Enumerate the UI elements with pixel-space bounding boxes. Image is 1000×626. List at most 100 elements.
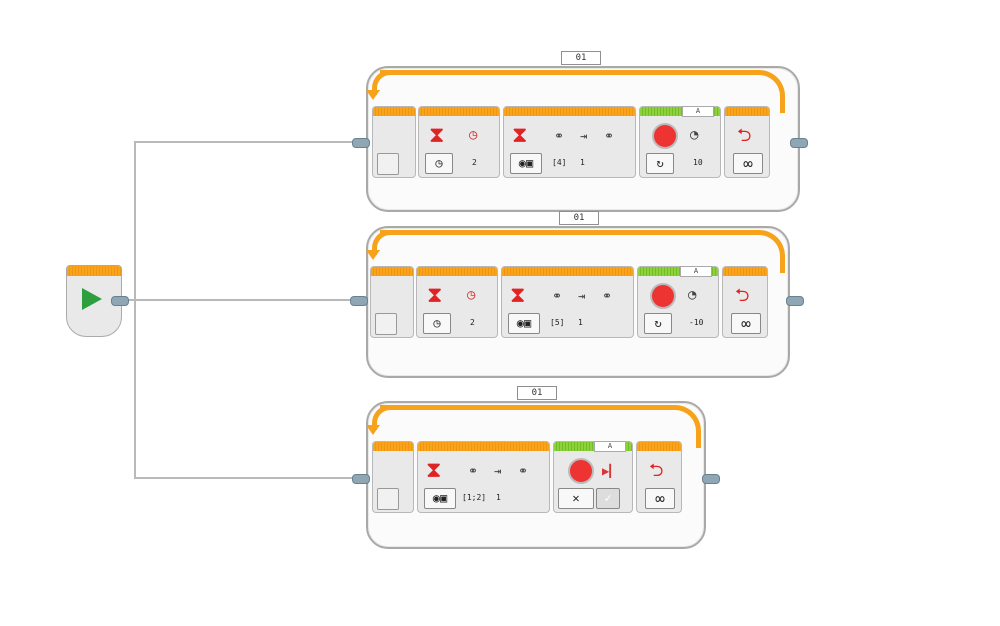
loop-1-sound-block[interactable]: ⧗ ⚭ ⇥ ⚭ ◉▣ [4] 1: [503, 106, 636, 178]
loop-1-output-plug[interactable]: [790, 138, 808, 148]
power-icon: ◔: [690, 127, 699, 143]
wire-to-loop-3: [134, 477, 362, 479]
loop-2-sound-block[interactable]: ⧗ ⚭ ⇥ ⚭ ◉▣ [5] 1: [501, 266, 634, 338]
loop-2-mode-socket[interactable]: [375, 313, 397, 335]
loop-3-start-bar: [373, 442, 413, 451]
loop-2-sound-bar: [502, 267, 633, 276]
volume-icon: ⚭: [468, 464, 479, 478]
loop-3-sound-mode[interactable]: ◉▣: [424, 488, 456, 509]
start-block[interactable]: [66, 265, 129, 337]
loop-1-end-mode[interactable]: ∞: [733, 153, 763, 174]
motor-icon: [568, 458, 594, 484]
loop-icon: ⮌: [649, 460, 664, 481]
loop-2-wait-block[interactable]: ⧗ ◷ ◷ 2: [416, 266, 498, 338]
loop-1-motor-value[interactable]: 10: [693, 158, 703, 167]
loop-1-arc: [380, 70, 785, 113]
loop-1-sound-value[interactable]: 1: [580, 158, 585, 167]
loop-3-end-block[interactable]: ⮌ ∞: [636, 441, 682, 513]
loop-1-motor-mode[interactable]: ↻: [646, 153, 674, 174]
wire-trunk-vertical: [134, 142, 136, 479]
loop-2-output-plug[interactable]: [786, 296, 804, 306]
loop-1-sound-bar: [504, 107, 635, 116]
loop-1-motor-bar: [640, 107, 720, 116]
loop-icon: ⮌: [735, 285, 750, 306]
loop-2-name[interactable]: 01: [559, 211, 599, 225]
loop-2-sound-mode[interactable]: ◉▣: [508, 313, 540, 334]
loop-2-arc-left: [372, 230, 391, 255]
loop-1-wait-mode[interactable]: ◷: [425, 153, 453, 174]
play-type-icon: ⚭: [518, 464, 529, 478]
start-output-plug[interactable]: [111, 296, 129, 306]
loop-3-name[interactable]: 01: [517, 386, 557, 400]
loop-2-wait-bar: [417, 267, 497, 276]
loop-2-start-bar: [371, 267, 413, 276]
loop-1-end-bar: [725, 107, 769, 116]
loop-1-arc-left: [372, 70, 391, 95]
sound-icon: ⧗: [510, 283, 526, 308]
loop-1-start-bar: [373, 107, 415, 116]
loop-2-motor-bar: [638, 267, 718, 276]
loop-2-wait-mode[interactable]: ◷: [423, 313, 451, 334]
loop-2-end-bar: [723, 267, 767, 276]
sound-icon: ⧗: [426, 458, 442, 483]
loop-2-motor-value[interactable]: -10: [689, 318, 704, 327]
loop-3-motor-mode-on[interactable]: ✓: [596, 488, 620, 509]
loop-2-sound-port[interactable]: [5]: [550, 318, 565, 327]
loop-3-arc: [380, 405, 701, 448]
wire-to-loop-1: [134, 141, 362, 143]
loop-3-arrow-icon: [366, 425, 380, 435]
timer-icon: ◷: [467, 287, 476, 303]
loop-1-arrow-icon: [366, 90, 380, 100]
loop-1-end-block[interactable]: ⮌ ∞: [724, 106, 770, 178]
loop-3-sound-block[interactable]: ⧗ ⚭ ⇥ ⚭ ◉▣ [1;2] 1: [417, 441, 550, 513]
loop-2-motor-port[interactable]: A: [680, 266, 712, 277]
loop-1-name[interactable]: 01: [561, 51, 601, 65]
hourglass-icon: ⧗: [429, 123, 445, 148]
volume-icon: ⚭: [554, 129, 565, 143]
loop-3-sound-value[interactable]: 1: [496, 493, 501, 502]
loop-2-end-mode[interactable]: ∞: [731, 313, 761, 334]
loop-3-start-block[interactable]: [372, 441, 414, 513]
duration-icon: ⇥: [580, 129, 588, 143]
loop-2-sound-value[interactable]: 1: [578, 318, 583, 327]
loop-1-input-plug[interactable]: [352, 138, 370, 148]
timer-icon: ◷: [469, 127, 478, 143]
loop-3-motor-port[interactable]: A: [594, 441, 626, 452]
loop-3-motor-block[interactable]: A ▶▎ ✕ ✓: [553, 441, 633, 513]
loop-3-output-plug[interactable]: [702, 474, 720, 484]
motor-icon: [652, 123, 678, 149]
loop-3-motor-bar: [554, 442, 632, 451]
loop-3-end-mode[interactable]: ∞: [645, 488, 675, 509]
loop-2-start-block[interactable]: [370, 266, 414, 338]
loop-3-sound-bar: [418, 442, 549, 451]
loop-icon: ⮌: [737, 125, 752, 146]
loop-3-motor-mode-off[interactable]: ✕: [558, 488, 594, 509]
hourglass-icon: ⧗: [427, 283, 443, 308]
loop-1-sound-mode[interactable]: ◉▣: [510, 153, 542, 174]
loop-1-mode-socket[interactable]: [377, 153, 399, 175]
loop-2-motor-block[interactable]: A ◔ ↻ -10: [637, 266, 719, 338]
loop-2-arc: [380, 230, 785, 273]
sound-icon: ⧗: [512, 123, 528, 148]
loop-1-motor-block[interactable]: A ◔ ↻ 10: [639, 106, 721, 178]
loop-3-sound-port[interactable]: [1;2]: [462, 493, 487, 502]
loop-3-mode-socket[interactable]: [377, 488, 399, 510]
play-icon[interactable]: [82, 288, 102, 310]
volume-icon: ⚭: [552, 289, 563, 303]
loop-1-wait-value[interactable]: 2: [472, 158, 477, 167]
loop-2-wait-value[interactable]: 2: [470, 318, 475, 327]
duration-icon: ⇥: [494, 464, 502, 478]
loop-2-motor-mode[interactable]: ↻: [644, 313, 672, 334]
loop-1-start-block[interactable]: [372, 106, 416, 178]
loop-2-input-plug[interactable]: [350, 296, 368, 306]
loop-2-end-block[interactable]: ⮌ ∞: [722, 266, 768, 338]
start-block-bar: [67, 266, 121, 276]
loop-1-wait-bar: [419, 107, 499, 116]
loop-3-input-plug[interactable]: [352, 474, 370, 484]
loop-1-sound-port[interactable]: [4]: [552, 158, 567, 167]
power-icon: ◔: [688, 287, 697, 303]
loop-1-motor-port[interactable]: A: [682, 106, 714, 117]
loop-2-arrow-icon: [366, 250, 380, 260]
loop-1-wait-block[interactable]: ⧗ ◷ ◷ 2: [418, 106, 500, 178]
loop-3-end-bar: [637, 442, 681, 451]
